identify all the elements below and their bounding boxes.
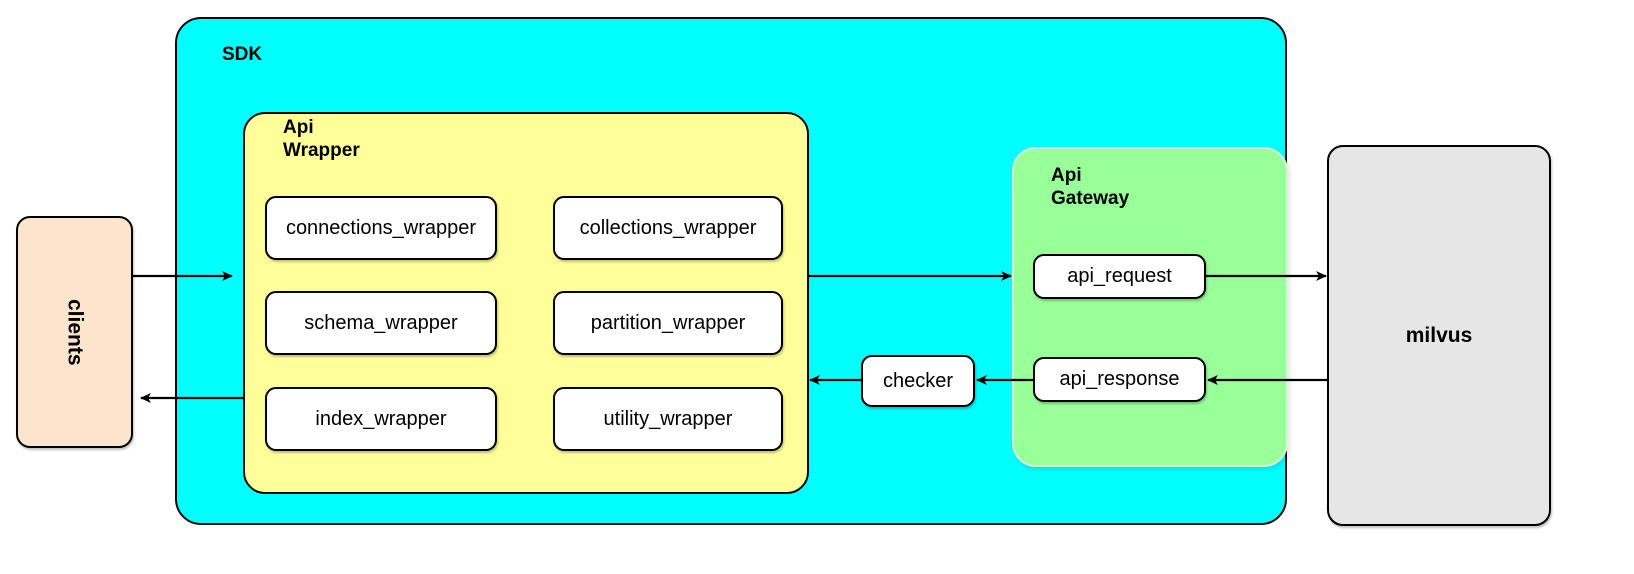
node-clients[interactable]: clients <box>16 216 133 448</box>
node-label: utility_wrapper <box>603 407 733 430</box>
container-api-gateway-label: Api Gateway <box>1051 165 1130 209</box>
node-label: collections_wrapper <box>579 216 757 239</box>
node-index-wrapper[interactable]: index_wrapper <box>265 387 497 451</box>
node-label: api_request <box>1067 265 1172 287</box>
container-api-gateway[interactable] <box>1012 147 1288 467</box>
node-checker[interactable]: checker <box>861 355 975 407</box>
node-partition-wrapper[interactable]: partition_wrapper <box>553 291 783 355</box>
node-label: checker <box>882 369 954 392</box>
container-sdk-label: SDK <box>222 44 263 65</box>
node-label: index_wrapper <box>315 407 447 430</box>
node-collections-wrapper[interactable]: collections_wrapper <box>553 196 783 260</box>
node-label: milvus <box>1405 323 1473 347</box>
node-api-response[interactable]: api_response <box>1033 357 1206 402</box>
container-api-wrapper-label: Api Wrapper <box>283 117 360 161</box>
node-milvus[interactable]: milvus <box>1327 145 1551 526</box>
node-utility-wrapper[interactable]: utility_wrapper <box>553 387 783 451</box>
node-label: api_response <box>1059 368 1180 390</box>
node-api-request[interactable]: api_request <box>1033 254 1206 299</box>
node-label: clients <box>63 298 87 366</box>
node-label: schema_wrapper <box>304 311 458 334</box>
node-schema-wrapper[interactable]: schema_wrapper <box>265 291 497 355</box>
node-label: partition_wrapper <box>590 311 746 334</box>
node-connections-wrapper[interactable]: connections_wrapper <box>265 196 497 260</box>
node-label: connections_wrapper <box>285 216 477 239</box>
